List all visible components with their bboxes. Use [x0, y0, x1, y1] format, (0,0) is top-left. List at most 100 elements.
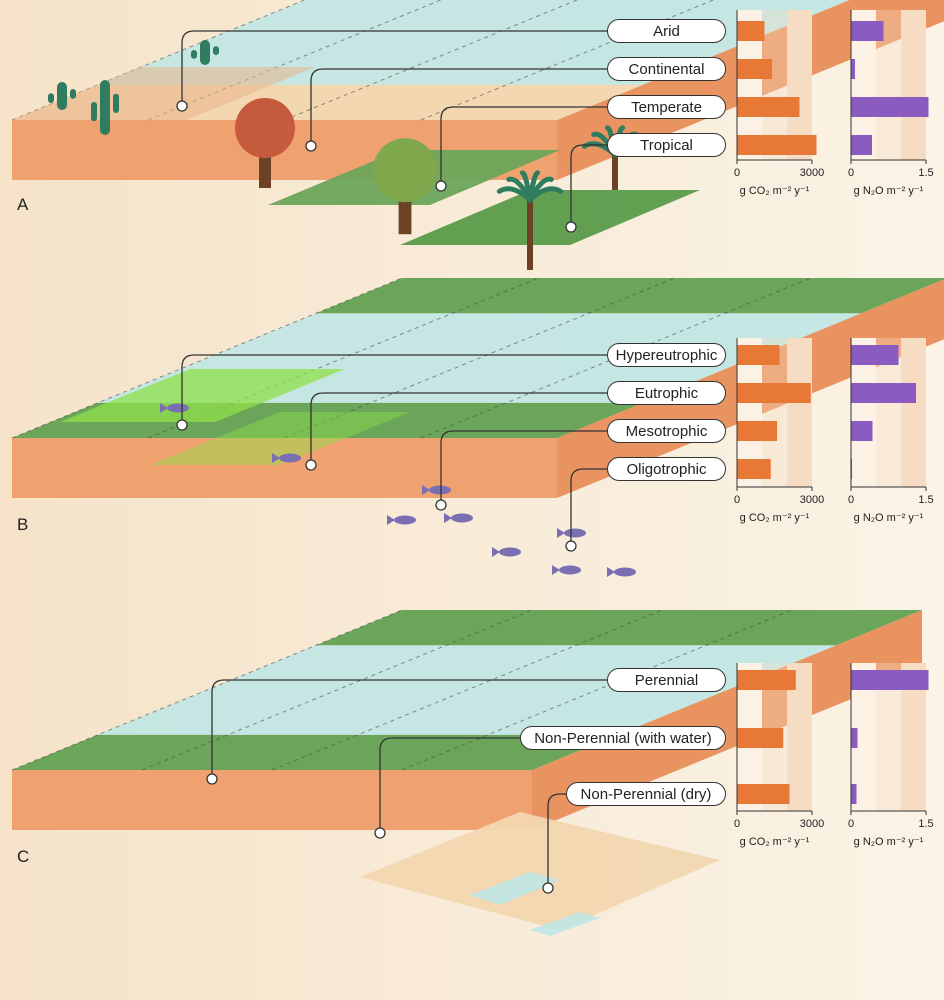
- fish: [444, 513, 473, 523]
- fish-body: [451, 513, 473, 523]
- dry-streambed: [360, 812, 720, 930]
- co2-bar: [737, 135, 817, 155]
- axis-label: g N₂O m⁻² y⁻¹: [854, 185, 924, 197]
- tick-label: 1.5: [918, 167, 933, 179]
- leader-line: [310, 68, 607, 146]
- axis-label: g N₂O m⁻² y⁻¹: [854, 836, 924, 848]
- category-label: Tropical: [607, 133, 726, 157]
- panel-label-b: B: [17, 515, 29, 534]
- leader-marker: [542, 882, 554, 894]
- fish-tail: [387, 515, 395, 525]
- category-label: Eutrophic: [607, 381, 726, 405]
- leader-hypereutrophic: [176, 354, 607, 431]
- fish: [552, 565, 581, 575]
- leader-marker: [435, 499, 447, 511]
- cactus-arm: [91, 102, 97, 122]
- fish: [272, 453, 301, 463]
- fish: [387, 515, 416, 525]
- n2o-bar: [851, 345, 899, 365]
- panel-label-c: C: [17, 847, 30, 866]
- chart-band: [901, 338, 926, 487]
- n2o-chart-panel-a: 0 1.5 g N₂O m⁻² y⁻¹: [848, 10, 934, 197]
- cactus-far: [191, 40, 219, 65]
- far-bank: [316, 610, 922, 646]
- leader-temperate: [435, 106, 607, 192]
- fish-body: [564, 528, 586, 538]
- leader-marker: [305, 459, 317, 471]
- co2-bar: [737, 59, 772, 79]
- segment-divider: [401, 609, 793, 771]
- leader-line: [570, 468, 607, 546]
- residual-pool: [470, 872, 560, 905]
- leader-tropical: [565, 144, 607, 233]
- n2o-bar: [851, 728, 858, 748]
- cactus-stem: [57, 82, 67, 110]
- algae-patch: [150, 412, 410, 465]
- leader-line: [181, 354, 607, 425]
- temperate-tree: [373, 138, 437, 235]
- leader-marker: [565, 540, 577, 552]
- n2o-bar: [851, 383, 916, 403]
- fish-body: [279, 453, 301, 463]
- tick-label: 3000: [800, 494, 824, 506]
- leader-line: [440, 430, 607, 505]
- tick-label: 0: [848, 167, 854, 179]
- algae-bloom: [60, 369, 345, 422]
- residual-pool: [530, 912, 600, 936]
- fish-tail: [557, 528, 565, 538]
- palm-trunk: [527, 200, 533, 270]
- fish-body: [614, 567, 636, 577]
- co2-chart-panel-b: 0 3000 g CO₂ m⁻² y⁻¹: [734, 338, 824, 524]
- tick-label: 3000: [800, 167, 824, 179]
- fish-tail: [272, 453, 280, 463]
- co2-bar: [737, 421, 777, 441]
- leader-marker: [374, 827, 386, 839]
- segment-divider: [284, 0, 579, 121]
- palm-frond: [527, 186, 564, 203]
- edge-dash: [11, 277, 403, 439]
- segment-divider: [148, 277, 539, 439]
- n2o-bar: [851, 421, 873, 441]
- conifer-tree: [235, 98, 295, 188]
- cactus-arm: [213, 46, 219, 55]
- fish-body: [167, 403, 189, 413]
- n2o-bar: [851, 59, 855, 79]
- tick-label: 0: [734, 167, 740, 179]
- tick-label: 0: [734, 818, 740, 830]
- axis-label: g CO₂ m⁻² y⁻¹: [740, 185, 810, 197]
- fish-tail: [552, 565, 560, 575]
- tropical-bank: [400, 190, 700, 245]
- edge-dash: [11, 609, 403, 771]
- far-bank: [316, 278, 944, 314]
- cactus-arm: [48, 93, 54, 103]
- palm-tree: [496, 170, 564, 270]
- n2o-bar: [851, 784, 857, 804]
- leader-mesotrophic: [435, 430, 607, 511]
- fish: [557, 528, 586, 538]
- fish-body: [429, 485, 451, 495]
- leader-line: [181, 30, 607, 106]
- canopy: [235, 98, 295, 158]
- leader-marker: [176, 100, 188, 112]
- arid-soil: [12, 67, 315, 120]
- category-label: Non-Perennial (with water): [520, 726, 726, 750]
- leader-marker: [176, 419, 188, 431]
- segment-divider: [148, 0, 443, 121]
- category-label: Perennial: [607, 668, 726, 692]
- terrain-slab: [11, 609, 922, 830]
- soil-right-face: [532, 610, 922, 830]
- fish: [607, 567, 636, 577]
- tick-label: 0: [734, 494, 740, 506]
- soil-front-face: [12, 770, 532, 830]
- fish: [492, 547, 521, 557]
- leader-line: [379, 737, 520, 833]
- axis-label: g CO₂ m⁻² y⁻¹: [740, 512, 810, 524]
- co2-bar: [737, 670, 796, 690]
- chart-band: [901, 10, 926, 160]
- category-label: Non-Perennial (dry): [566, 782, 726, 806]
- co2-chart-panel-a: 0 3000 g CO₂ m⁻² y⁻¹: [734, 10, 824, 197]
- leader-line: [570, 144, 607, 227]
- leader-line: [310, 392, 607, 465]
